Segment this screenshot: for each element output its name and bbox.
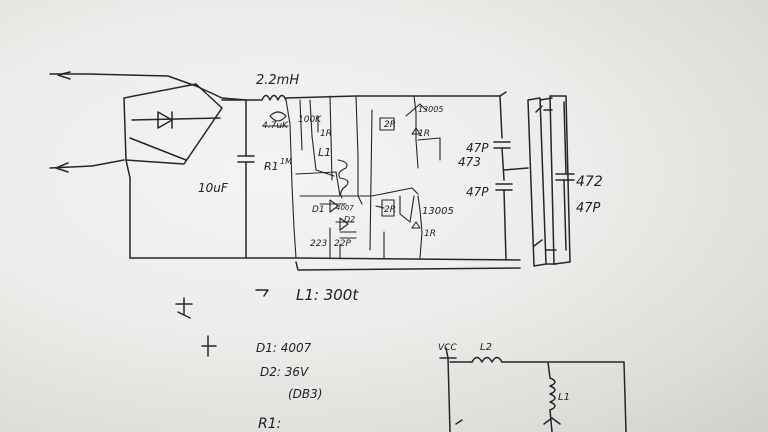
note-d2: D2: 36V bbox=[260, 365, 309, 379]
sub-label-vcc: VCC bbox=[438, 343, 457, 353]
label-c-47p-top: 47P bbox=[466, 141, 489, 155]
label-r-1r-mid: 1R bbox=[418, 129, 430, 139]
label-r1: R1 bbox=[264, 160, 279, 173]
label-c-22p: 22P bbox=[334, 239, 351, 249]
label-c-47p-bot: 47P bbox=[466, 185, 489, 199]
label-r-1r-top: 1R bbox=[320, 129, 332, 139]
label-d1: D1 bbox=[312, 205, 325, 215]
label-r-2r-top: 2R bbox=[384, 120, 396, 130]
label-r-100k: 100K bbox=[298, 115, 322, 125]
bridge-rectifier bbox=[123, 83, 247, 259]
output-capacitors bbox=[493, 95, 575, 261]
label-r-1m: 1M bbox=[280, 157, 292, 166]
label-transistor-top: 13005 bbox=[418, 105, 443, 114]
label-main-inductor: 2.2mH bbox=[256, 73, 299, 88]
note-d1: D1: 4007 bbox=[256, 341, 312, 355]
label-l1-coil: L1 bbox=[318, 146, 331, 159]
note-db3: (DB3) bbox=[288, 387, 322, 401]
capacitor-10uf bbox=[237, 99, 255, 259]
label-d1-val: 4007 bbox=[336, 204, 354, 212]
inductor-2-2mh bbox=[261, 94, 287, 101]
sub-label-l1: L1 bbox=[558, 392, 570, 403]
label-c-47p-right: 47P bbox=[576, 201, 601, 216]
label-transistor-bot: 13005 bbox=[422, 206, 454, 217]
sub-circuit bbox=[439, 347, 627, 432]
note-marks bbox=[175, 289, 269, 357]
label-c-473: 473 bbox=[458, 155, 481, 169]
sub-label-l2: L2 bbox=[480, 342, 492, 353]
label-tr1-top: 4.7uK bbox=[262, 121, 289, 131]
note-l1-turns: L1: 300t bbox=[296, 286, 359, 304]
lamp-tube bbox=[527, 95, 571, 267]
ac-input-wires bbox=[49, 71, 197, 173]
label-cap-10uf: 10uF bbox=[198, 181, 229, 195]
label-c-223: 223 bbox=[310, 239, 327, 249]
label-r-1r-bot: 1R bbox=[424, 229, 436, 239]
oscillator-circuit bbox=[263, 95, 441, 259]
label-r-2r-bot: 2R bbox=[384, 205, 396, 215]
label-c-472: 472 bbox=[576, 174, 603, 190]
note-r1: R1: bbox=[258, 416, 281, 432]
label-d2: D2 bbox=[344, 215, 355, 224]
